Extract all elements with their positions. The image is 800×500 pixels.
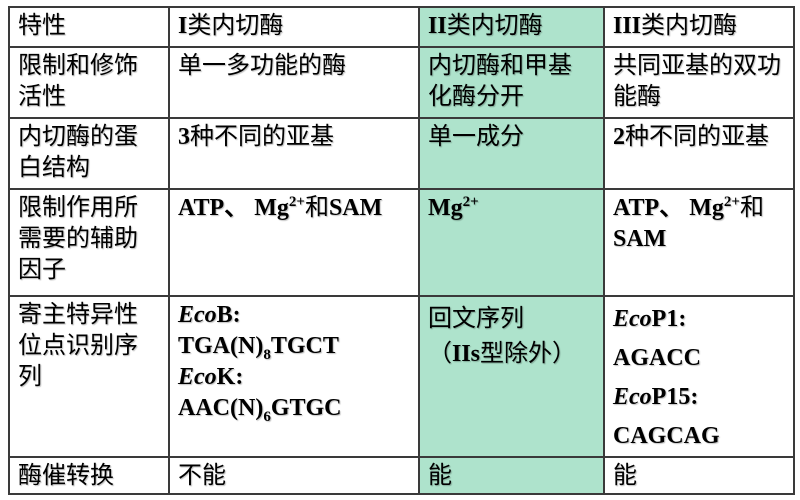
row-activity: 限制和修饰活性 单一多功能的酶 内切酶和甲基化酶分开 共同亚基的双功能酶 — [8, 46, 795, 119]
header-feature: 特性 — [8, 6, 170, 48]
text: 种不同的亚基 — [190, 124, 334, 150]
text: ATP、 Mg — [178, 195, 289, 221]
header-text: 类内切酶 — [641, 13, 738, 39]
row-label: 限制和修饰活性 — [8, 46, 170, 119]
cell: 单一成分 — [418, 117, 605, 190]
text: 回文序列 — [428, 306, 524, 332]
sup: 2+ — [723, 194, 740, 210]
text: GTGC — [270, 395, 342, 421]
cell: Mg2+ — [418, 188, 605, 297]
sup: 2+ — [462, 194, 479, 210]
cell: ATP、 Mg2+和SAM — [168, 188, 420, 297]
roman: I — [178, 13, 188, 39]
italic: Eco — [613, 306, 652, 332]
cell: 2种不同的亚基 — [603, 117, 795, 190]
cell: 能 — [603, 456, 795, 495]
cell: 共同亚基的双功能酶 — [603, 46, 795, 119]
text: （ — [428, 341, 452, 367]
roman: II — [428, 13, 447, 39]
roman: III — [613, 13, 642, 39]
text: TGA(N) — [178, 333, 264, 359]
text: Mg — [428, 195, 463, 221]
header-type-ii: II类内切酶 — [418, 6, 605, 48]
text: 和 — [739, 195, 764, 221]
row-label: 限制作用所需要的辅助因子 — [8, 188, 170, 297]
cell: EcoP1: AGACC EcoP15: CAGCAG — [603, 295, 795, 458]
row-label: 内切酶的蛋白结构 — [8, 117, 170, 190]
text: 型除外） — [480, 341, 577, 367]
cell: ATP、 Mg2+和 SAM — [603, 188, 795, 297]
text: AAC(N) — [178, 395, 264, 421]
text: P1: — [651, 306, 687, 332]
cell: 能 — [418, 456, 605, 495]
cell: 单一多功能的酶 — [168, 46, 420, 119]
text: CAGCAG — [613, 423, 720, 449]
text: SAM — [328, 195, 383, 221]
header-type-i: I类内切酶 — [168, 6, 420, 48]
cell: 不能 — [168, 456, 420, 495]
cell: 3种不同的亚基 — [168, 117, 420, 190]
num: 2 — [613, 124, 625, 150]
italic: Eco — [613, 384, 652, 410]
header-text: 类内切酶 — [446, 13, 543, 39]
row-cofactors: 限制作用所需要的辅助因子 ATP、 Mg2+和SAM Mg2+ ATP、 Mg2… — [8, 188, 795, 297]
italic: Eco — [178, 302, 217, 328]
row-recognition: 寄主特异性位点识别序列 EcoB: TGA(N)8TGCT EcoK: AAC(… — [8, 295, 795, 458]
text: P15: — [651, 384, 699, 410]
text: B: — [216, 302, 241, 328]
header-text: 类内切酶 — [187, 13, 284, 39]
cell: 回文序列 （IIs型除外） — [418, 295, 605, 458]
header-type-iii: III类内切酶 — [603, 6, 795, 48]
text: AGACC — [613, 345, 701, 371]
enzyme-comparison-table: 特性 I类内切酶 II类内切酶 III类内切酶 限制和修饰活性 单一多功能的酶 … — [8, 6, 795, 495]
header-text: 特性 — [18, 13, 66, 39]
header-row: 特性 I类内切酶 II类内切酶 III类内切酶 — [8, 6, 795, 48]
cell: 内切酶和甲基化酶分开 — [418, 46, 605, 119]
num: 3 — [178, 124, 190, 150]
sup: 2+ — [288, 194, 305, 210]
sub: 8 — [263, 346, 271, 363]
row-structure: 内切酶的蛋白结构 3种不同的亚基 单一成分 2种不同的亚基 — [8, 117, 795, 190]
text: TGCT — [270, 333, 339, 359]
text: ATP、 Mg — [613, 195, 724, 221]
cell: EcoB: TGA(N)8TGCT EcoK: AAC(N)6GTGC — [168, 295, 420, 458]
row-label: 寄主特异性位点识别序列 — [8, 295, 170, 458]
text: 和 — [304, 195, 329, 221]
text: IIs — [452, 341, 481, 367]
text: SAM — [613, 226, 667, 252]
text: K: — [216, 364, 244, 390]
sub: 6 — [263, 408, 271, 425]
row-turnover: 酶催转换 不能 能 能 — [8, 456, 795, 495]
italic: Eco — [178, 364, 217, 390]
text: 种不同的亚基 — [625, 124, 769, 150]
row-label: 酶催转换 — [8, 456, 170, 495]
